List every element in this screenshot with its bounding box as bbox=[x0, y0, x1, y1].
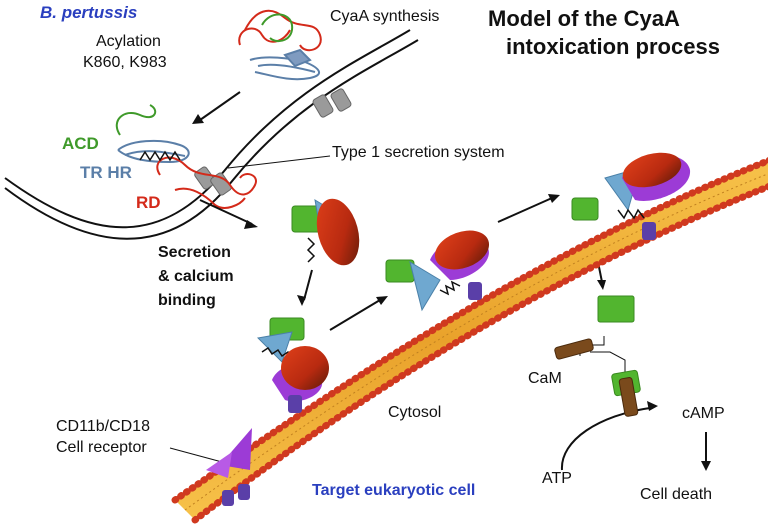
cytosol-label: Cytosol bbox=[388, 404, 442, 421]
target-cell-label: Target eukaryotic cell bbox=[312, 482, 476, 499]
secretion-label-line1: Secretion bbox=[158, 244, 231, 261]
title-line1: Model of the CyaA bbox=[488, 6, 680, 31]
secretion-channel-upper bbox=[312, 88, 352, 118]
cell-death-label: Cell death bbox=[640, 486, 713, 503]
tr-hr-label: TR HR bbox=[80, 163, 132, 182]
receptor-label-line1: CD11b/CD18 bbox=[56, 418, 150, 435]
cyaa-secreted bbox=[291, 198, 360, 266]
rd-label: RD bbox=[136, 193, 161, 212]
cyaa-translocating bbox=[571, 152, 691, 240]
acd-label: ACD bbox=[62, 134, 99, 153]
secretion-system-label: Type 1 secretion system bbox=[332, 144, 505, 161]
cd11b-cd18-receptor bbox=[206, 428, 252, 506]
secretion-label-line3: binding bbox=[158, 292, 216, 309]
receptor-label-line2: Cell receptor bbox=[56, 439, 147, 456]
catalytic-domain-free bbox=[597, 295, 635, 323]
bacterial-envelope bbox=[4, 29, 419, 240]
cyaa-synthesis-protein bbox=[238, 9, 322, 81]
organism-label: B. pertussis bbox=[40, 3, 138, 22]
cyaa-acylated-protein bbox=[115, 104, 257, 209]
cam-acd-complex bbox=[611, 369, 641, 417]
calmodulin bbox=[554, 338, 594, 360]
process-arrows bbox=[192, 91, 711, 471]
acylation-label-line1: Acylation bbox=[96, 33, 161, 50]
atp-label: ATP bbox=[542, 470, 572, 487]
cam-label: CaM bbox=[528, 370, 562, 387]
synthesis-label: CyaA synthesis bbox=[330, 8, 440, 25]
title-line2: intoxication process bbox=[506, 34, 720, 59]
camp-label: cAMP bbox=[682, 405, 725, 422]
cyaa-inserting bbox=[385, 230, 490, 312]
acylation-label-line2: K860, K983 bbox=[83, 54, 167, 71]
cyaa-receptor-bound bbox=[256, 317, 329, 413]
secretion-label-line2: & calcium bbox=[158, 268, 234, 285]
